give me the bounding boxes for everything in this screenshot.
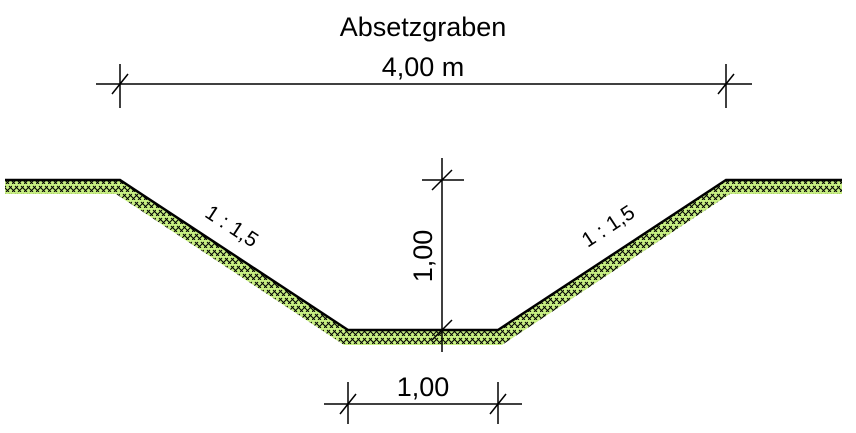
depth-dimension — [422, 158, 464, 352]
top-width-label: 4,00 m — [382, 52, 465, 82]
diagram-title: Absetzgraben — [340, 12, 507, 42]
bottom-width-dimension — [324, 382, 522, 424]
top-width-dimension — [96, 64, 752, 108]
depth-label: 1,00 — [408, 230, 438, 283]
bottom-width-label: 1,00 — [397, 372, 450, 402]
